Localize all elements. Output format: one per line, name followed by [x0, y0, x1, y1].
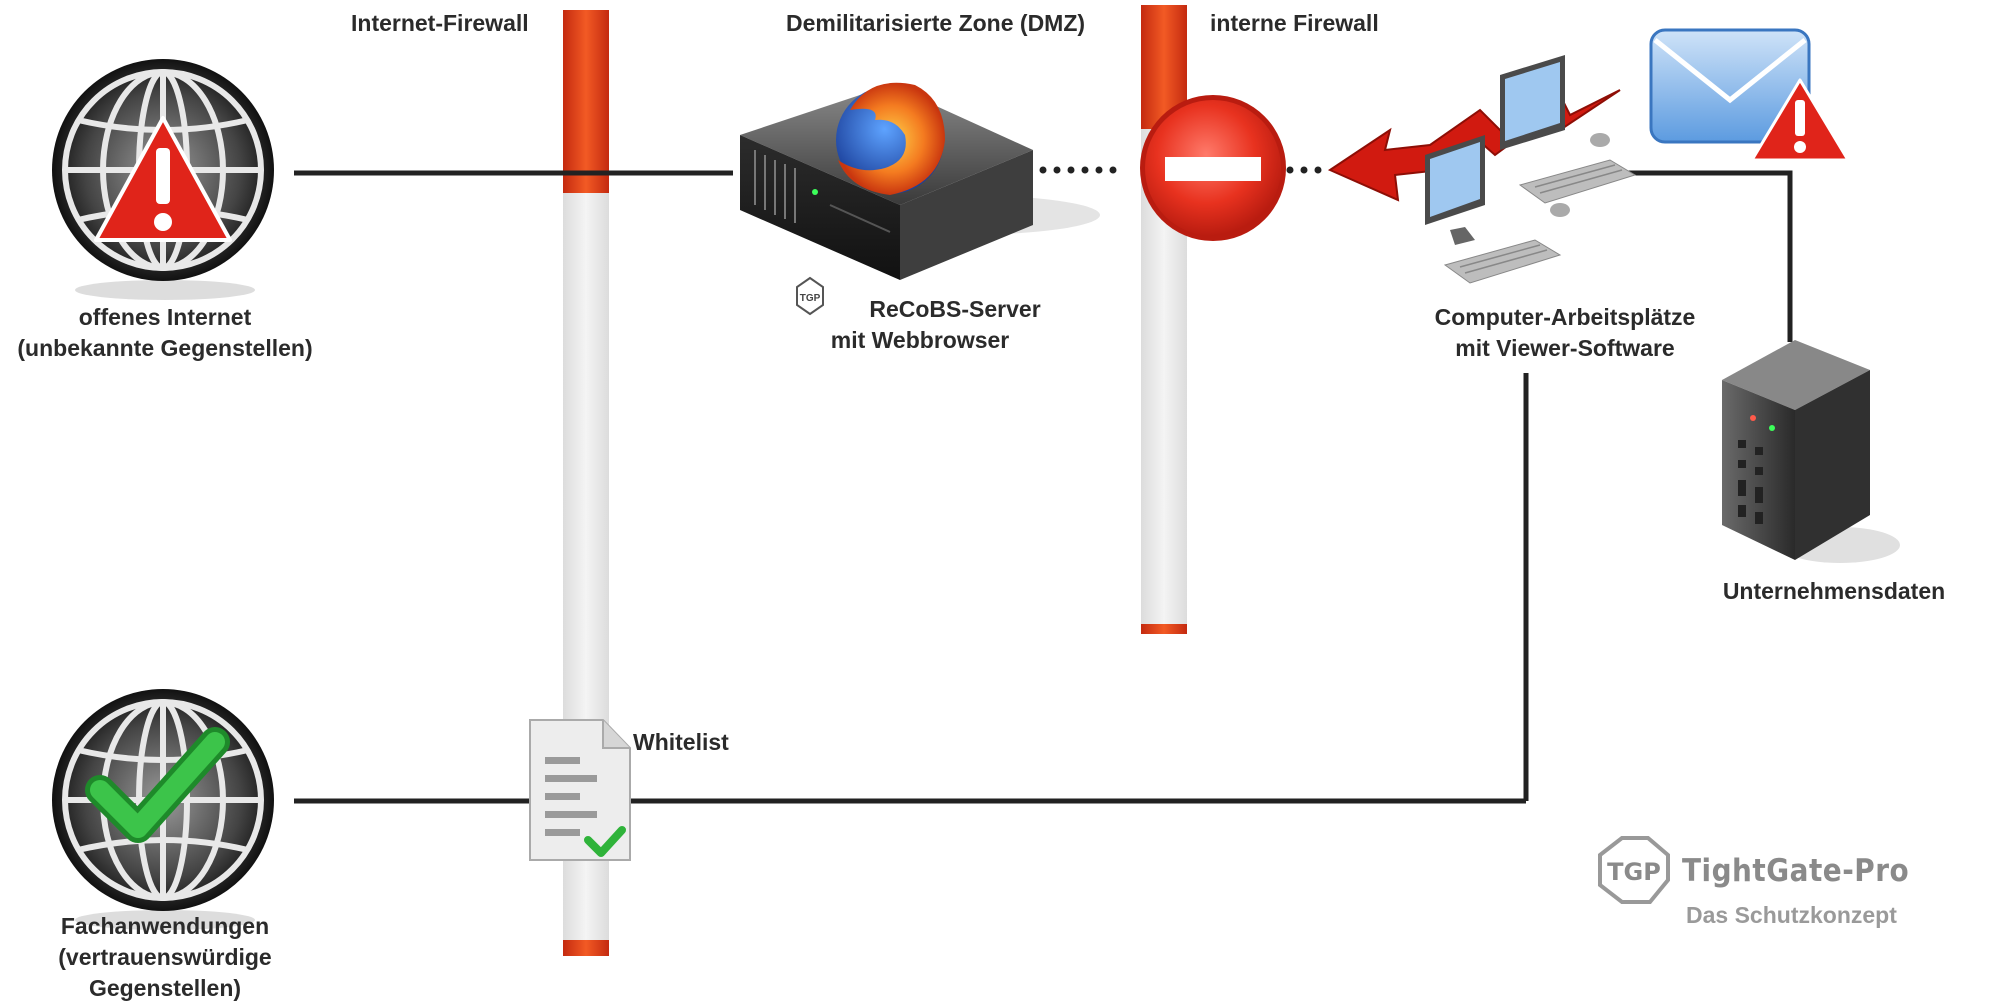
- no-entry-icon: [1140, 95, 1286, 241]
- whitelist-document-icon: [529, 719, 631, 861]
- open-internet-line1: offenes Internet: [78, 304, 252, 330]
- server-label-line2: mit Webbrowser: [830, 327, 1010, 353]
- product-tagline: Das Schutzkonzept: [1686, 902, 1897, 928]
- tgp-badge-icon: TGP: [796, 276, 824, 316]
- server-label: ReCoBS-Server mit Webbrowser: [799, 294, 1041, 356]
- tightgate-logo-icon: TGP: [1598, 836, 1670, 904]
- internal-firewall-bar: [1141, 5, 1187, 634]
- workstations-label: Computer-Arbeitsplätze mit Viewer-Softwa…: [1435, 302, 1696, 364]
- company-data-label: Unternehmensdaten: [1722, 578, 1946, 604]
- connection-lines: [294, 170, 1793, 804]
- workstations-icon: [1425, 55, 1637, 284]
- whitelist-label: Whitelist: [633, 729, 729, 755]
- workstations-label-line2: mit Viewer-Software: [1455, 335, 1675, 361]
- open-internet-line2: (unbekannte Gegenstellen): [17, 335, 313, 361]
- server-tower-icon: [1722, 340, 1900, 563]
- open-internet-label: offenes Internet (unbekannte Gegenstelle…: [17, 302, 312, 364]
- applications-label: Fachanwendungen (vertrauenswürdige Gegen…: [58, 911, 271, 1004]
- applications-label-line2: (vertrauenswürdige: [58, 944, 272, 970]
- dotted-connection: [1039, 166, 1322, 174]
- internal-firewall-label: interne Firewall: [1210, 10, 1379, 36]
- dmz-label: Demilitarisierte Zone (DMZ): [786, 10, 1086, 36]
- tgp-badge-text: TGP: [800, 293, 821, 304]
- server-label-line1: ReCoBS-Server: [869, 296, 1041, 322]
- mail-warning-icon: [1649, 28, 1850, 162]
- workstations-label-line1: Computer-Arbeitsplätze: [1434, 304, 1696, 330]
- applications-label-line3: Gegenstellen): [88, 975, 242, 1001]
- firefox-server-icon: [740, 82, 1100, 280]
- logo-text: TGP: [1607, 858, 1661, 886]
- internet-firewall-label: Internet-Firewall: [351, 10, 529, 36]
- globe-check-icon: [52, 689, 274, 930]
- globe-warning-icon: [52, 59, 274, 300]
- product-name: TightGate-Pro: [1682, 853, 1910, 889]
- applications-label-line1: Fachanwendungen: [60, 913, 270, 939]
